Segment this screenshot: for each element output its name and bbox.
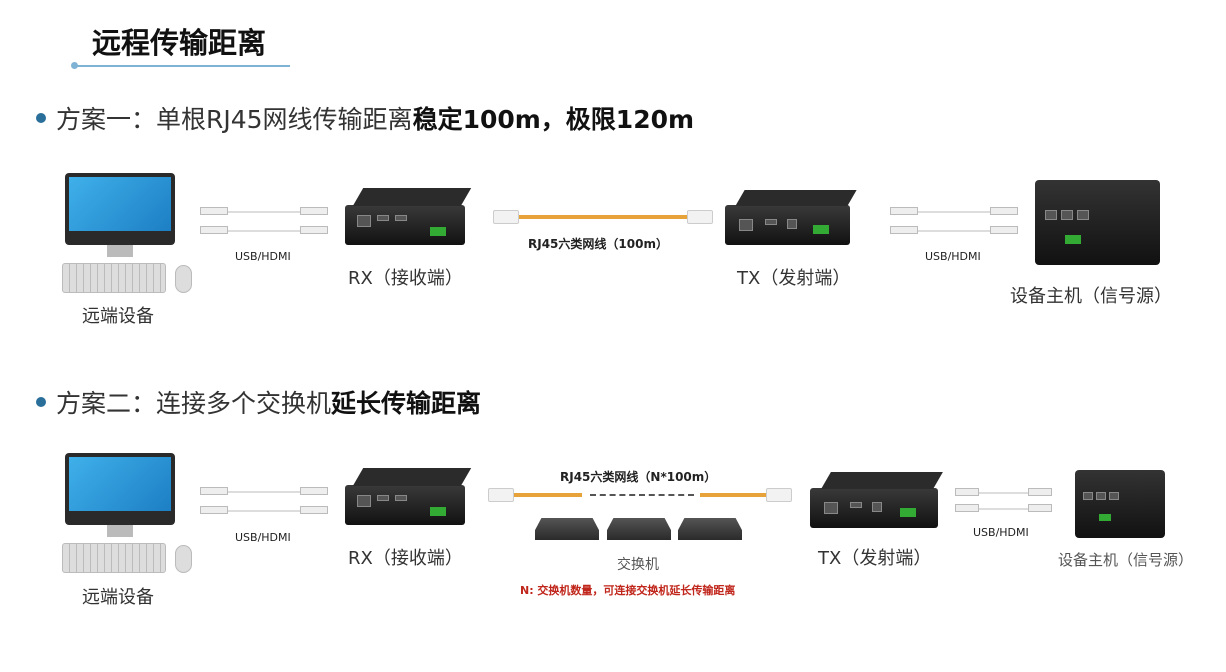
usb-plug-icon — [955, 488, 979, 496]
cable-label: RJ45六类网线（N*100m） — [560, 470, 717, 484]
switch-icon — [607, 518, 671, 540]
monitor-stand — [107, 245, 133, 257]
hdmi-plug-icon — [200, 506, 228, 514]
tx-device-icon — [725, 205, 850, 245]
usb-plug-icon — [200, 207, 228, 215]
cable-break-dashes — [590, 494, 694, 496]
rj45-cable — [514, 493, 582, 497]
usb-plug-icon — [300, 207, 328, 215]
usb-hdmi-label: USB/HDMI — [235, 531, 291, 544]
usb-plug-icon — [200, 487, 228, 495]
hdmi-plug-icon — [300, 226, 328, 234]
hdmi-plug-icon — [200, 226, 228, 234]
monitor-icon — [65, 453, 175, 525]
switch-icon — [535, 518, 599, 540]
usb-hdmi-label: USB/HDMI — [973, 526, 1029, 539]
underline-dot — [71, 62, 78, 69]
host-label: 设备主机（信号源） — [1058, 551, 1194, 569]
cable-label: RJ45六类网线（100m） — [528, 237, 668, 251]
plan1-heading: 方案一：单根RJ45网线传输距离稳定100m，极限120m — [56, 100, 694, 136]
remote-device-label: 远端设备 — [82, 306, 154, 327]
usb-hdmi-label: USB/HDMI — [235, 250, 291, 263]
switch-note: N: 交换机数量，可连接交换机延长传输距离 — [520, 584, 736, 597]
rj45-plug-icon — [493, 210, 519, 224]
switch-icon — [678, 518, 742, 540]
keyboard-icon — [62, 263, 166, 293]
usb-wire — [918, 211, 990, 213]
mouse-icon — [175, 265, 192, 293]
rj45-plug-icon — [766, 488, 792, 502]
remote-device-label: 远端设备 — [82, 587, 154, 608]
usb-hdmi-label: USB/HDMI — [925, 250, 981, 263]
plan1-prefix: 方案一：单根RJ45网线传输距离 — [56, 105, 413, 134]
plan2-heading: 方案二：连接多个交换机延长传输距离 — [56, 384, 481, 420]
host-device-icon — [1075, 470, 1165, 538]
bullet-icon — [36, 397, 46, 407]
rx-device-top — [352, 188, 472, 206]
plan1-bold: 稳定100m，极限120m — [412, 105, 695, 134]
keyboard-icon — [62, 543, 166, 573]
monitor-stand — [107, 525, 133, 537]
hdmi-plug-icon — [990, 226, 1018, 234]
rj45-plug-icon — [687, 210, 713, 224]
rx-label: RX（接收端） — [348, 268, 463, 289]
plan2-prefix: 方案二：连接多个交换机 — [56, 389, 332, 418]
tx-label: TX（发射端） — [818, 548, 932, 569]
usb-plug-icon — [300, 487, 328, 495]
rj45-plug-icon — [488, 488, 514, 502]
hdmi-plug-icon — [1028, 504, 1052, 512]
rx-device-top — [352, 468, 472, 486]
rj45-cable — [700, 493, 766, 497]
host-label: 设备主机（信号源） — [1010, 286, 1172, 307]
rx-label: RX（接收端） — [348, 548, 463, 569]
rx-device-icon — [345, 485, 465, 525]
hdmi-plug-icon — [890, 226, 918, 234]
hdmi-plug-icon — [300, 506, 328, 514]
rx-device-icon — [345, 205, 465, 245]
usb-wire — [228, 211, 300, 213]
tx-label: TX（发射端） — [737, 268, 851, 289]
page-title: 远程传输距离 — [92, 26, 267, 60]
usb-plug-icon — [1028, 488, 1052, 496]
mouse-icon — [175, 545, 192, 573]
switch-label: 交换机 — [617, 557, 659, 573]
hdmi-wire — [918, 230, 990, 232]
usb-wire — [228, 491, 300, 493]
usb-plug-icon — [890, 207, 918, 215]
hdmi-wire — [979, 508, 1028, 510]
title-underline — [75, 65, 290, 67]
hdmi-wire — [228, 230, 300, 232]
host-device-icon — [1035, 180, 1160, 265]
usb-plug-icon — [990, 207, 1018, 215]
usb-wire — [979, 492, 1028, 494]
monitor-icon — [65, 173, 175, 245]
tx-device-icon — [810, 488, 938, 528]
hdmi-wire — [228, 510, 300, 512]
hdmi-plug-icon — [955, 504, 979, 512]
plan2-bold: 延长传输距离 — [331, 389, 482, 418]
rj45-cable — [519, 215, 687, 219]
tx-device-top — [821, 472, 943, 489]
tx-device-top — [735, 190, 857, 206]
bullet-icon — [36, 113, 46, 123]
